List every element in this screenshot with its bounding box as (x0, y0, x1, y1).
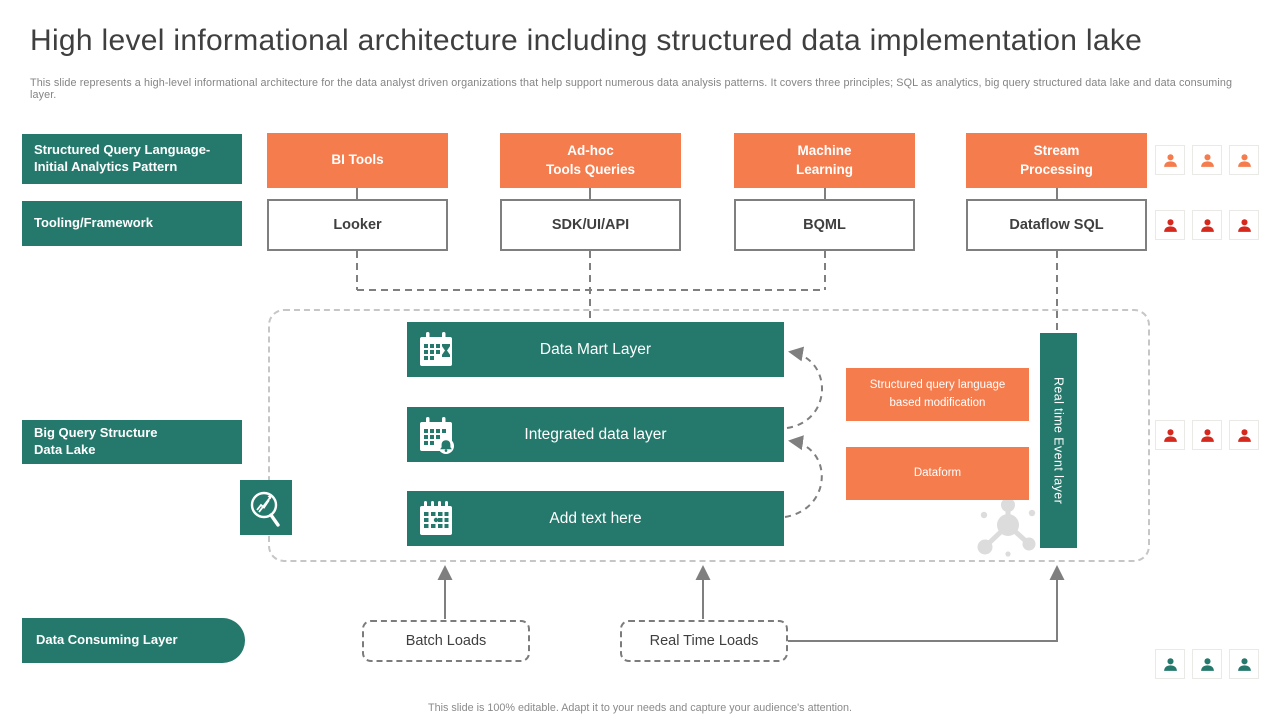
category-box-adhoc-tools-queries: Ad-hoc Tools Queries (500, 133, 681, 188)
bar-add-text-here: Add text here (407, 491, 784, 546)
lake-users-group (1155, 420, 1259, 450)
side-box-dataform: Dataform (846, 447, 1029, 500)
user-icon (1192, 145, 1222, 175)
tool-box-looker: Looker (267, 199, 448, 251)
label-data-consuming-layer: Data Consuming Layer (22, 618, 245, 663)
category-box-stream-processing: Stream Processing (966, 133, 1147, 188)
user-icon (1155, 145, 1185, 175)
calendar-icon (416, 499, 456, 539)
real-time-event-layer-box: Real time Event layer (1040, 333, 1077, 548)
tool-box-dataflow-sql: Dataflow SQL (966, 199, 1147, 251)
label-analytics-pattern: Structured Query Language- Initial Analy… (22, 134, 242, 184)
side-box-sql-modification: Structured query language based modifica… (846, 368, 1029, 421)
user-icon (1229, 420, 1259, 450)
network-icon (977, 498, 1036, 557)
subtitle: This slide represents a high-level infor… (30, 77, 1233, 101)
user-icon (1155, 210, 1185, 240)
tool-box-sdk-ui-api: SDK/UI/API (500, 199, 681, 251)
label-tooling-framework: Tooling/Framework (22, 201, 242, 246)
bar-label: Data Mart Layer (539, 340, 652, 358)
analytics-search-icon (240, 480, 292, 535)
analytics-users-group (1155, 145, 1259, 175)
user-icon (1155, 649, 1185, 679)
bar-label: Add text here (549, 509, 642, 527)
batch-loads-box: Batch Loads (362, 620, 530, 662)
user-icon (1192, 649, 1222, 679)
tool-box-bqml: BQML (734, 199, 915, 251)
user-icon (1229, 210, 1259, 240)
page-title: High level informational architecture in… (30, 24, 1143, 57)
user-icon (1229, 649, 1259, 679)
user-icon (1192, 210, 1222, 240)
footer-note: This slide is 100% editable. Adapt it to… (427, 702, 852, 714)
bar-data-mart-layer: Data Mart Layer (407, 322, 784, 377)
user-icon (1192, 420, 1222, 450)
solid-stub-lines (356, 188, 1058, 199)
user-icon (1229, 145, 1259, 175)
calendar-bell-icon (416, 415, 456, 455)
label-big-query-data-lake: Big Query Structure Data Lake (22, 420, 242, 464)
bar-label: Integrated data layer (524, 425, 667, 443)
user-icon (1155, 420, 1185, 450)
tooling-users-group (1155, 210, 1259, 240)
category-box-machine-learning: Machine Learning (734, 133, 915, 188)
bar-integrated-data-layer: Integrated data layer (407, 407, 784, 462)
calendar-hourglass-icon (416, 330, 456, 370)
data-lake-frame (268, 309, 1150, 562)
real-time-loads-box: Real Time Loads (620, 620, 788, 662)
category-box-bi-tools: BI Tools (267, 133, 448, 188)
consuming-users-group (1155, 649, 1259, 679)
